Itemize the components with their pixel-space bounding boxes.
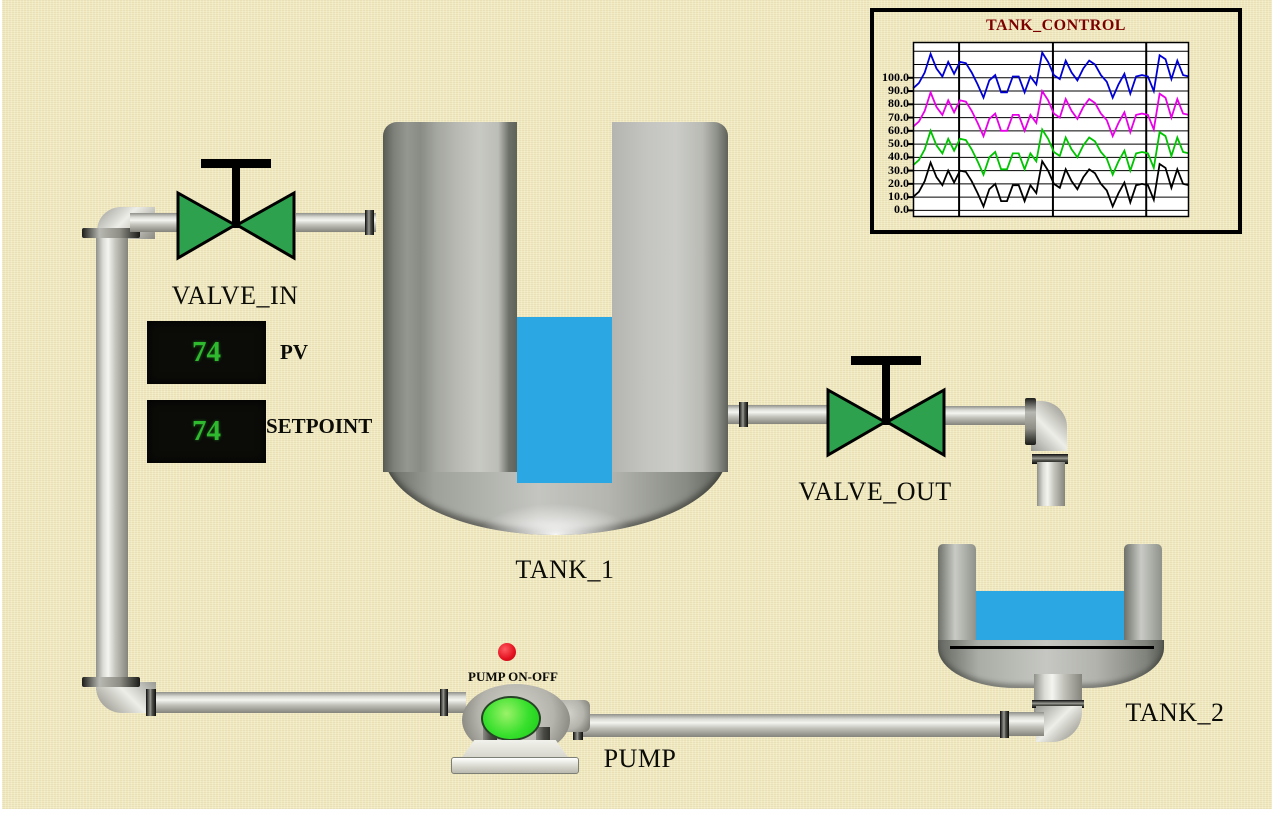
tank1-fill <box>517 317 612 483</box>
trend-y-tick-label: 0.0 <box>894 202 909 217</box>
pump-on-off-button[interactable] <box>498 643 516 661</box>
valve-out-icon[interactable] <box>825 352 947 458</box>
tank1-wall-right <box>612 122 728 472</box>
pipe-suction-left <box>148 692 466 713</box>
tank2-wall-left <box>938 544 976 648</box>
tank2-label: TANK_2 <box>1125 698 1225 727</box>
pipe-coupling-suction-1 <box>146 689 156 716</box>
trend-y-tick-label: 100.0 <box>882 69 909 84</box>
tank2-drain-coupling-2 <box>1000 711 1009 738</box>
tank1-bowl-highlight <box>465 473 646 535</box>
pv-value: 74 <box>192 336 221 368</box>
pump-base-plate <box>451 757 579 774</box>
pump-label: PUMP <box>603 744 677 773</box>
tank1-wall-left <box>383 122 517 472</box>
pipe-coupling-tank1-outlet <box>739 402 748 427</box>
trend-y-tick-label: 10.0 <box>888 189 909 204</box>
pipe-flange-discharge <box>1025 398 1036 445</box>
pipe-valve-out-discharge <box>945 406 1029 425</box>
trend-y-tick-label: 60.0 <box>888 122 909 137</box>
pipe-drop-to-tank2 <box>1037 462 1065 506</box>
tank2-wall-right <box>1124 544 1162 648</box>
pipe-coupling-suction-2 <box>440 689 448 716</box>
trend-y-tick-label: 20.0 <box>888 175 909 190</box>
setpoint-label: SETPOINT <box>266 414 373 438</box>
pump-running-indicator <box>481 696 541 741</box>
pipe-pump-to-tank2 <box>583 714 1007 737</box>
setpoint-value: 74 <box>192 415 221 447</box>
pipe-coupling-tank1-inlet <box>365 210 374 235</box>
pipe-flange-bottom-left <box>82 677 140 687</box>
trend-y-tick-label: 50.0 <box>888 136 909 151</box>
tank1-label: TANK_1 <box>515 555 615 584</box>
pv-display: 74 <box>147 321 266 384</box>
tank1 <box>383 117 728 535</box>
trend-y-tick-label: 80.0 <box>888 96 909 111</box>
pipe-coupling-discharge <box>1032 454 1068 464</box>
tank2-rim-line <box>950 646 1154 649</box>
valve-in-label: VALVE_IN <box>171 281 299 310</box>
pipe-valve-in-to-tank1 <box>296 213 376 232</box>
tank2-drain-stub <box>1002 712 1044 736</box>
pipe-tank1-to-valve-out <box>728 405 828 424</box>
trend-y-tick-label: 40.0 <box>888 149 909 164</box>
pump-base-flare <box>460 740 570 760</box>
tank2-fill <box>976 591 1124 641</box>
setpoint-display[interactable]: 74 <box>147 400 266 463</box>
trend-y-tick-label: 90.0 <box>888 83 909 98</box>
valve-in-icon[interactable] <box>175 155 297 261</box>
tank2-drain-coupling <box>1032 700 1084 708</box>
trend-y-tick-label: 30.0 <box>888 162 909 177</box>
trend-y-tick-label: 70.0 <box>888 109 909 124</box>
pump-on-off-label: PUMP ON-OFF <box>468 669 558 684</box>
valve-out-label: VALVE_OUT <box>798 477 952 506</box>
pipe-flange-top-left <box>82 228 140 238</box>
pipe-to-valve-in <box>130 213 178 232</box>
pipe-vertical-left <box>96 236 128 690</box>
trend-title: TANK_CONTROL <box>986 17 1126 34</box>
pv-label: PV <box>280 340 308 364</box>
tank2 <box>938 544 1164 744</box>
trend-plot <box>907 41 1190 218</box>
